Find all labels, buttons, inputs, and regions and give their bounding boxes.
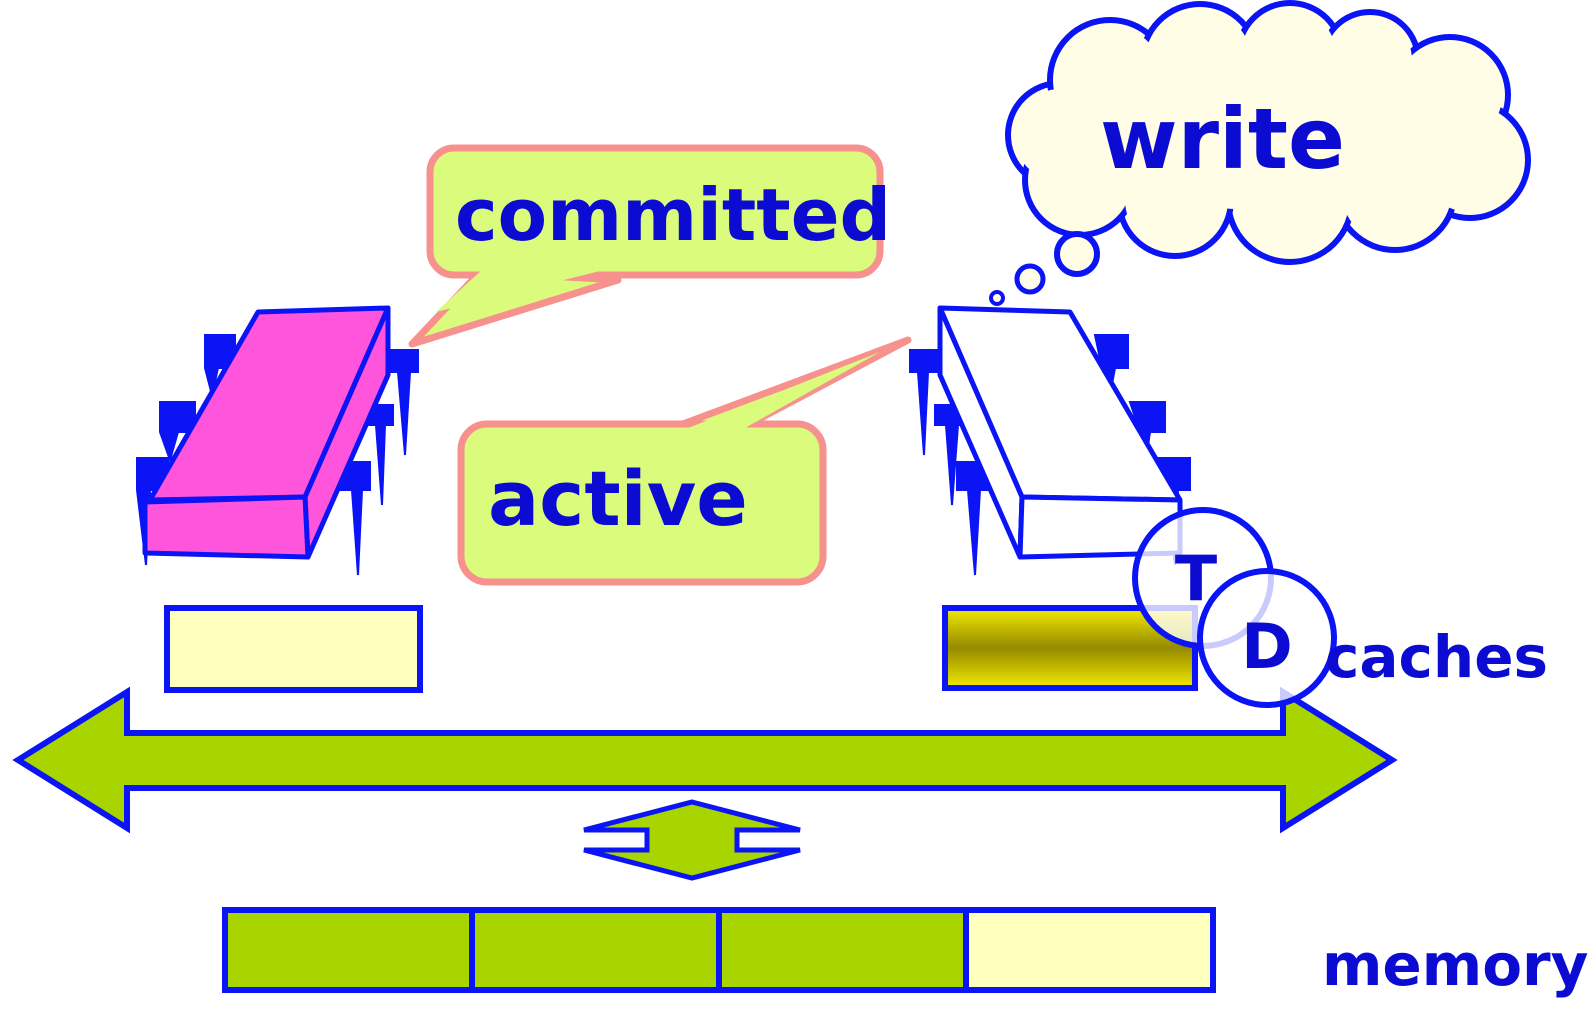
memory-cell xyxy=(716,907,969,993)
d-bit-label: D xyxy=(1241,610,1292,683)
active-callout: active xyxy=(457,336,912,586)
memory-cell xyxy=(222,907,475,993)
memory-cell xyxy=(469,907,722,993)
committed-processor-chip xyxy=(136,305,419,576)
write-thought-cloud: write xyxy=(989,0,1531,306)
bus-memory-arrow xyxy=(583,799,801,881)
committed-label: committed xyxy=(455,173,891,257)
d-bit-circle: D xyxy=(1197,568,1337,708)
memory-cell xyxy=(963,907,1216,993)
write-label: write xyxy=(1100,90,1345,188)
committed-callout: committed xyxy=(408,144,891,348)
memory-label: memory xyxy=(1322,931,1588,999)
active-processor-chip xyxy=(909,305,1191,576)
left-cache xyxy=(164,605,423,693)
active-label: active xyxy=(488,454,748,543)
bus-arrow xyxy=(12,686,1398,834)
caches-label: caches xyxy=(1325,623,1548,691)
memory-array xyxy=(222,907,1216,993)
